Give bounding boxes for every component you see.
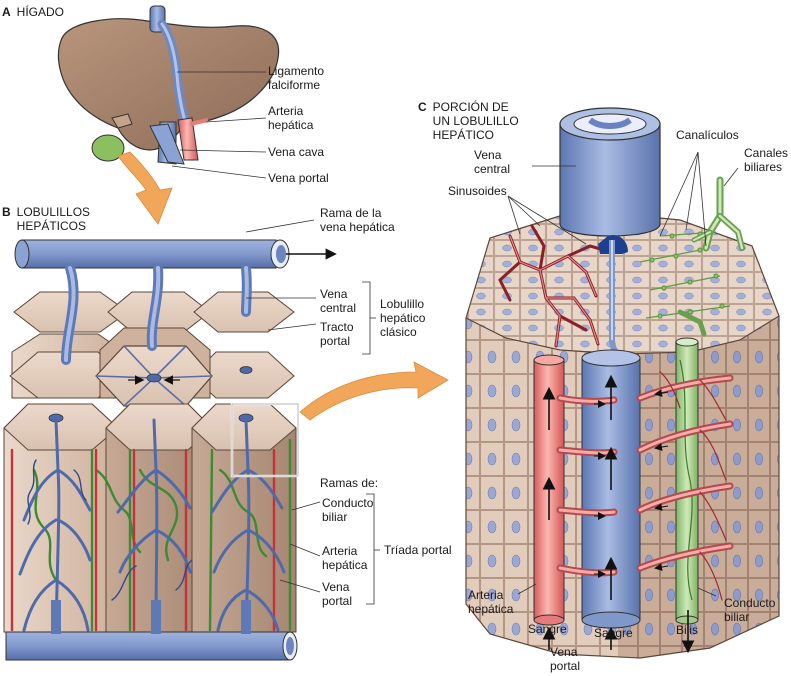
lobule-vessels — [10, 418, 292, 632]
label-ligamento-falciforme: Ligamento falciforme — [268, 64, 325, 92]
hepatic-artery-liver — [177, 117, 199, 161]
label-vena-portal-c: Vena portal — [550, 645, 581, 673]
label-arteria-hepatica-a: Arteria hepática — [268, 104, 314, 132]
panel-a-letter: A — [2, 5, 11, 19]
lobules-panel — [3, 219, 449, 661]
label-triada-portal: Tríada portal — [384, 543, 452, 557]
label-vena-portal-a: Vena portal — [268, 171, 329, 185]
label-ramas-de: Ramas de: — [320, 476, 379, 490]
side-sinusoids — [556, 371, 734, 601]
classic-lobule-central-vein — [146, 373, 162, 383]
gallbladder — [91, 134, 125, 162]
label-sangre-vena: Sangre — [594, 626, 633, 640]
panel-c-heading: PORCIÓN DE UN LOBULILLO HEPÁTICO — [432, 100, 519, 142]
panel-b-title: B LOBULILLOS HEPÁTICOS — [2, 205, 90, 233]
portion-panel — [465, 107, 780, 659]
label-bilis: Bilis — [676, 623, 699, 637]
label-vena-portal-b: Vena portal — [322, 580, 353, 608]
label-sangre-arteria: Sangre — [528, 622, 567, 636]
label-conducto-biliar-c: Conducto biliar — [724, 596, 776, 624]
lobule-front-row — [3, 403, 297, 633]
panel-b-letter: B — [2, 205, 11, 219]
label-conducto-biliar-b: Conducto biliar — [322, 496, 374, 524]
label-vena-central-b: Vena central — [320, 287, 357, 315]
orange-transition-arrow — [117, 151, 173, 225]
label-lobulillo-clasico: Lobulillo hepático clásico — [380, 297, 426, 339]
panel-b-heading: LOBULILLOS HEPÁTICOS — [16, 205, 91, 233]
hepatic-vein-branch — [14, 239, 337, 365]
panel-c-title: C PORCIÓN DE UN LOBULILLO HEPÁTICO — [418, 100, 519, 142]
orange-zoom-arrow — [299, 361, 449, 421]
portal-vein-branch — [5, 600, 298, 661]
label-canaliculos: Canalículos — [676, 128, 739, 142]
bile-canals-top — [677, 176, 745, 337]
label-vena-cava: Vena cava — [268, 145, 325, 159]
central-vein-cylinder — [559, 107, 661, 368]
panel-c-letter: C — [418, 100, 427, 114]
label-arteria-hepatica-b: Arteria hepática — [322, 544, 368, 572]
panel-a-heading: HÍGADO — [16, 5, 65, 19]
portal-vein-liver — [149, 123, 185, 165]
label-arteria-hepatica-c: Arteria hepática — [468, 588, 514, 616]
label-sinusoides: Sinusoides — [448, 184, 507, 198]
panel-a-title: A HÍGADO — [2, 5, 64, 19]
label-tracto-portal: Tracto portal — [320, 320, 354, 348]
label-rama-vena-hepatica: Rama de la vena hepática — [320, 206, 395, 234]
liver-panel — [57, 5, 280, 225]
label-vena-central-c: Vena central — [474, 148, 511, 176]
label-canales-biliares: Canales biliares — [744, 146, 789, 174]
